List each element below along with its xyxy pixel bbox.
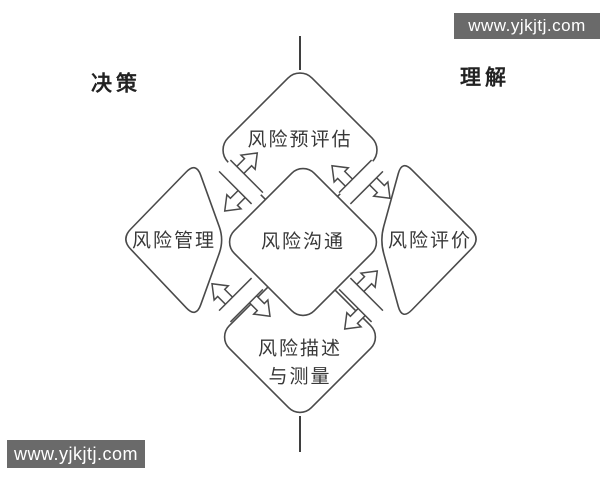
watermark-url-text: www.yjkjtj.com [13, 443, 138, 464]
watermark-top-right: www.yjkjtj.com [454, 13, 600, 39]
node-risk-appraisal-label: 风险评价 [388, 230, 472, 252]
node-risk-appraisal-shape [381, 164, 477, 315]
arrow-bottom-left [211, 277, 271, 323]
node-risk-communication-shape [228, 167, 378, 317]
weave-band [339, 160, 383, 204]
watermark-url-text: www.yjkjtj.com [468, 16, 586, 35]
node-risk-characterisation-shape [223, 260, 377, 414]
arrow-top-left [218, 152, 264, 212]
label-decision: 决策 [91, 72, 141, 96]
node-risk-pre-assessment-label: 风险预评估 [247, 129, 352, 151]
node-risk-communication-label: 风险沟通 [261, 231, 345, 253]
arrow-top-right [331, 159, 391, 205]
weave-band [219, 160, 263, 204]
node-risk-characterisation-label-line2: 与测量 [268, 366, 331, 388]
weave-band [219, 278, 263, 322]
node-risk-characterisation-label-line1: 风险描述 [258, 338, 342, 360]
node-risk-management-shape [125, 166, 223, 313]
label-understanding: 理解 [460, 66, 510, 90]
node-risk-management-label: 风险管理 [132, 230, 216, 252]
weave-band [339, 278, 383, 322]
arrow-bottom-right [338, 270, 384, 330]
watermark-bottom-left: www.yjkjtj.com [7, 440, 145, 468]
